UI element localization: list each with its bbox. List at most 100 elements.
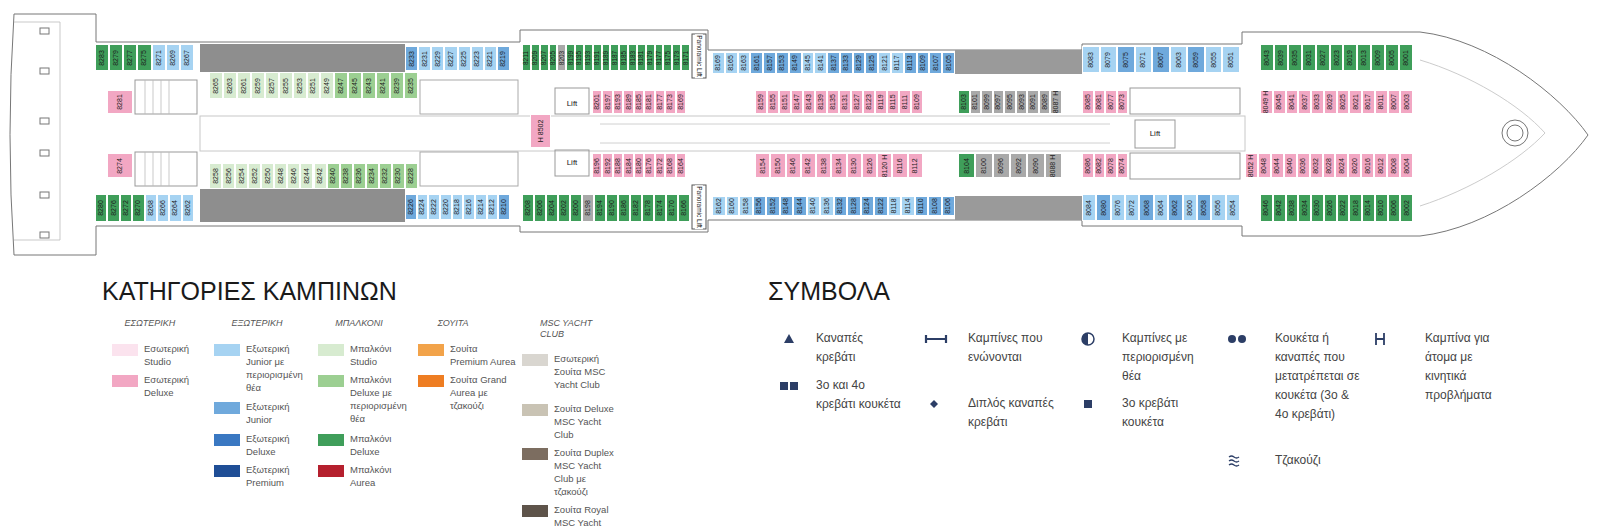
legend-symbol	[924, 396, 950, 412]
cabin-number: 8129	[855, 55, 862, 71]
cabin-number-group: 8122	[877, 198, 884, 214]
cabin: 8229	[431, 46, 444, 71]
cabin-number: 8203	[557, 50, 564, 64]
cabin-number: 8138	[820, 158, 827, 174]
cabin-number-group: 8177	[656, 94, 663, 110]
cabin-number: 8271	[155, 50, 162, 66]
cabin: 8026	[1324, 194, 1337, 222]
cabin-number-group: 8128	[850, 198, 857, 214]
cabin-number: 8134	[835, 158, 842, 174]
panoramic-lift-box	[692, 185, 706, 229]
cabin-number-group: 8274	[116, 158, 123, 174]
panoramic-lift-box	[692, 34, 706, 78]
cabin-number-group: 8110	[918, 198, 925, 213]
cabin-number-group: 8198	[584, 200, 591, 216]
cabin: 8189	[623, 90, 633, 114]
legend-item: Εσωτερική Σουίτα MSC Yacht Club	[522, 352, 620, 391]
cabin: 8140	[807, 196, 821, 216]
cabin: 8104	[958, 153, 975, 178]
cabin-number-group: 8220	[442, 199, 449, 215]
cabin: 8110	[915, 196, 929, 216]
cabin: 8075	[1117, 46, 1135, 73]
cabin-number-group: 8142	[805, 158, 812, 174]
cabin: 8181	[637, 44, 646, 71]
cabin-number-group: 8116	[896, 158, 903, 173]
cabin: 8214	[475, 194, 487, 220]
cabin: 8180	[634, 153, 644, 178]
cabin: 8097	[993, 90, 1005, 114]
cabin-number-group: 8032	[1312, 158, 1319, 174]
cabin-number-group: 8112	[912, 158, 919, 173]
cabin: 8045	[1273, 90, 1286, 114]
cabin-number-group: 8255	[282, 78, 289, 94]
cabin: 8269	[166, 44, 180, 71]
area-label: Lift	[1149, 129, 1162, 139]
cabin: 8038	[1286, 194, 1299, 222]
cabin: 8084	[1082, 194, 1096, 221]
cabin: 8129	[853, 52, 866, 74]
cabin: 8125	[865, 52, 878, 74]
cabin-number-group: 8141	[817, 55, 824, 71]
cabin-number-group: 8042	[1275, 200, 1282, 216]
cabin-number: 8142	[805, 158, 812, 174]
cabin: 8254	[235, 163, 248, 189]
legend-symbol-shape	[1084, 400, 1092, 408]
cabin: 8234	[366, 163, 379, 189]
hull-outline	[10, 14, 1588, 255]
cabin: 8146	[786, 153, 801, 178]
cabin-number: 8150	[774, 158, 781, 174]
cabin: 8073	[1117, 90, 1129, 114]
cabin-number-group: 8064	[1157, 200, 1164, 216]
cabin-number-group: 8163	[740, 55, 747, 71]
cabin: 8228	[405, 163, 418, 189]
cabin-number: H	[1248, 154, 1255, 159]
cabin: 8204	[546, 194, 558, 222]
cabin-number-group: 8101	[972, 94, 979, 110]
lifeboat-band	[200, 44, 405, 72]
cabin-number-group: 8261	[240, 78, 247, 94]
cabin: 8116	[892, 153, 907, 178]
cabin-number-group: 8178	[644, 200, 651, 216]
cabin: 8054	[1226, 194, 1240, 221]
cabin-number: 8165	[728, 55, 735, 71]
cabin-number-group: 8077	[1107, 94, 1114, 110]
cabin-number: 8228	[408, 168, 415, 184]
legend-symbol	[778, 378, 804, 394]
cabin-number: 8253	[296, 78, 303, 94]
cabin: 8058	[1197, 194, 1211, 221]
cabin-number: 8088	[1050, 161, 1057, 177]
cabin-number-group: 8031	[1305, 50, 1312, 66]
cabin-number: 8181	[637, 50, 644, 64]
cabin: 8181	[644, 90, 654, 114]
cabin-number-group: 8200	[572, 200, 579, 216]
cabin: 8239	[390, 72, 404, 99]
anchor-well	[1507, 125, 1523, 141]
cabin: 8166	[678, 194, 690, 222]
cabin-number-group: 8078	[1107, 158, 1114, 174]
cabin-number-group: 8035	[1291, 50, 1298, 66]
cabin: 8139	[815, 90, 827, 114]
cabin-number: 8020	[1351, 158, 1358, 174]
stair-steps	[145, 80, 169, 186]
cabin-number: 8019	[1347, 50, 1354, 66]
cabin-number: 8161	[753, 55, 760, 71]
cabin: 8186	[618, 194, 630, 222]
cabin-number: 8218	[454, 199, 461, 215]
stern-fitting	[40, 192, 49, 198]
corridor-wall	[600, 143, 1110, 144]
cabin-number-group: 8014	[1365, 200, 1372, 216]
cabin-number-group: 8020	[1351, 158, 1358, 174]
cabin-number-group: 8109	[919, 55, 926, 71]
cabin-number: 8219	[500, 51, 507, 67]
cabin-number-group: 8238	[342, 168, 349, 184]
cabin-number-group: 8283	[98, 50, 105, 66]
cabin: 8218	[452, 194, 464, 220]
cabin-number-group: 8085	[1084, 94, 1091, 110]
cabin-number: 8187	[610, 50, 617, 64]
cabin-number-group: 8257	[268, 78, 275, 94]
cabin-number-group: 8247	[338, 78, 345, 94]
cabin-number: 8185	[635, 94, 642, 110]
cabin: 8052H	[1245, 153, 1258, 178]
cabin-number: 8046	[1263, 200, 1270, 216]
cabin-number: 8022	[1339, 200, 1346, 216]
